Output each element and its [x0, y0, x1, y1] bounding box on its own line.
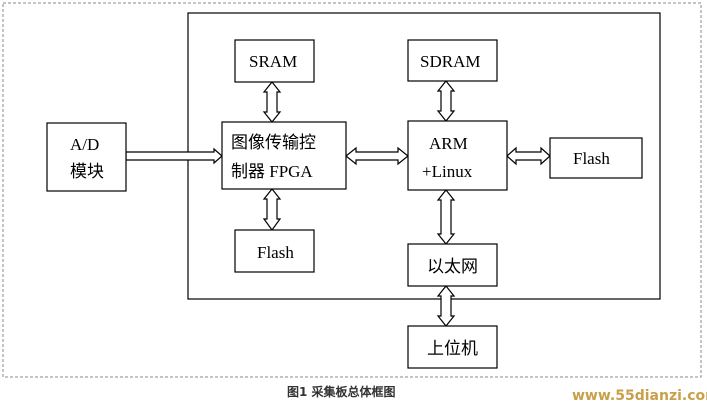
block-fpga-line2: 制器 FPGA — [231, 162, 313, 181]
block-flash-fpga: Flash — [234, 229, 315, 273]
arrow-sdram-arm — [436, 80, 456, 122]
block-ethernet-label: 以太网 — [427, 257, 478, 276]
arrow-fpga-flash — [262, 188, 282, 232]
block-ad: A/D 模块 — [46, 122, 127, 192]
block-fpga-line1: 图像传输控 — [231, 133, 316, 152]
block-sdram: SDRAM — [407, 39, 498, 82]
block-arm-line2: +Linux — [422, 162, 473, 181]
block-fpga: 图像传输控 制器 FPGA — [221, 121, 347, 190]
block-flash-fpga-label: Flash — [257, 243, 294, 262]
arrow-ad-to-fpga — [125, 147, 223, 165]
connection-arrows — [125, 80, 551, 327]
figure-caption: 图1 采集板总体框图 — [287, 384, 396, 399]
arrow-sram-fpga — [262, 81, 282, 123]
block-arm-line1: ARM — [429, 134, 468, 153]
block-ad-line1: A/D — [70, 135, 99, 154]
block-host-label: 上位机 — [427, 339, 478, 358]
block-sdram-label: SDRAM — [420, 52, 480, 71]
block-sram: SRAM — [234, 39, 315, 83]
block-flash-arm-label: Flash — [573, 149, 610, 168]
arrow-arm-flash — [506, 146, 551, 166]
arrow-ethernet-host — [436, 285, 456, 327]
block-sram-label: SRAM — [249, 52, 297, 71]
block-flash-arm: Flash — [549, 137, 643, 179]
block-ad-line2: 模块 — [70, 162, 104, 181]
block-ethernet: 以太网 — [407, 243, 498, 287]
site-watermark: www.55dianzi.com — [572, 388, 707, 404]
arrow-fpga-arm — [345, 146, 409, 166]
block-host: 上位机 — [407, 325, 498, 369]
block-arm: ARM +Linux — [407, 120, 508, 191]
outer-dashed-border — [2, 2, 702, 378]
arrow-arm-ethernet — [436, 189, 456, 245]
